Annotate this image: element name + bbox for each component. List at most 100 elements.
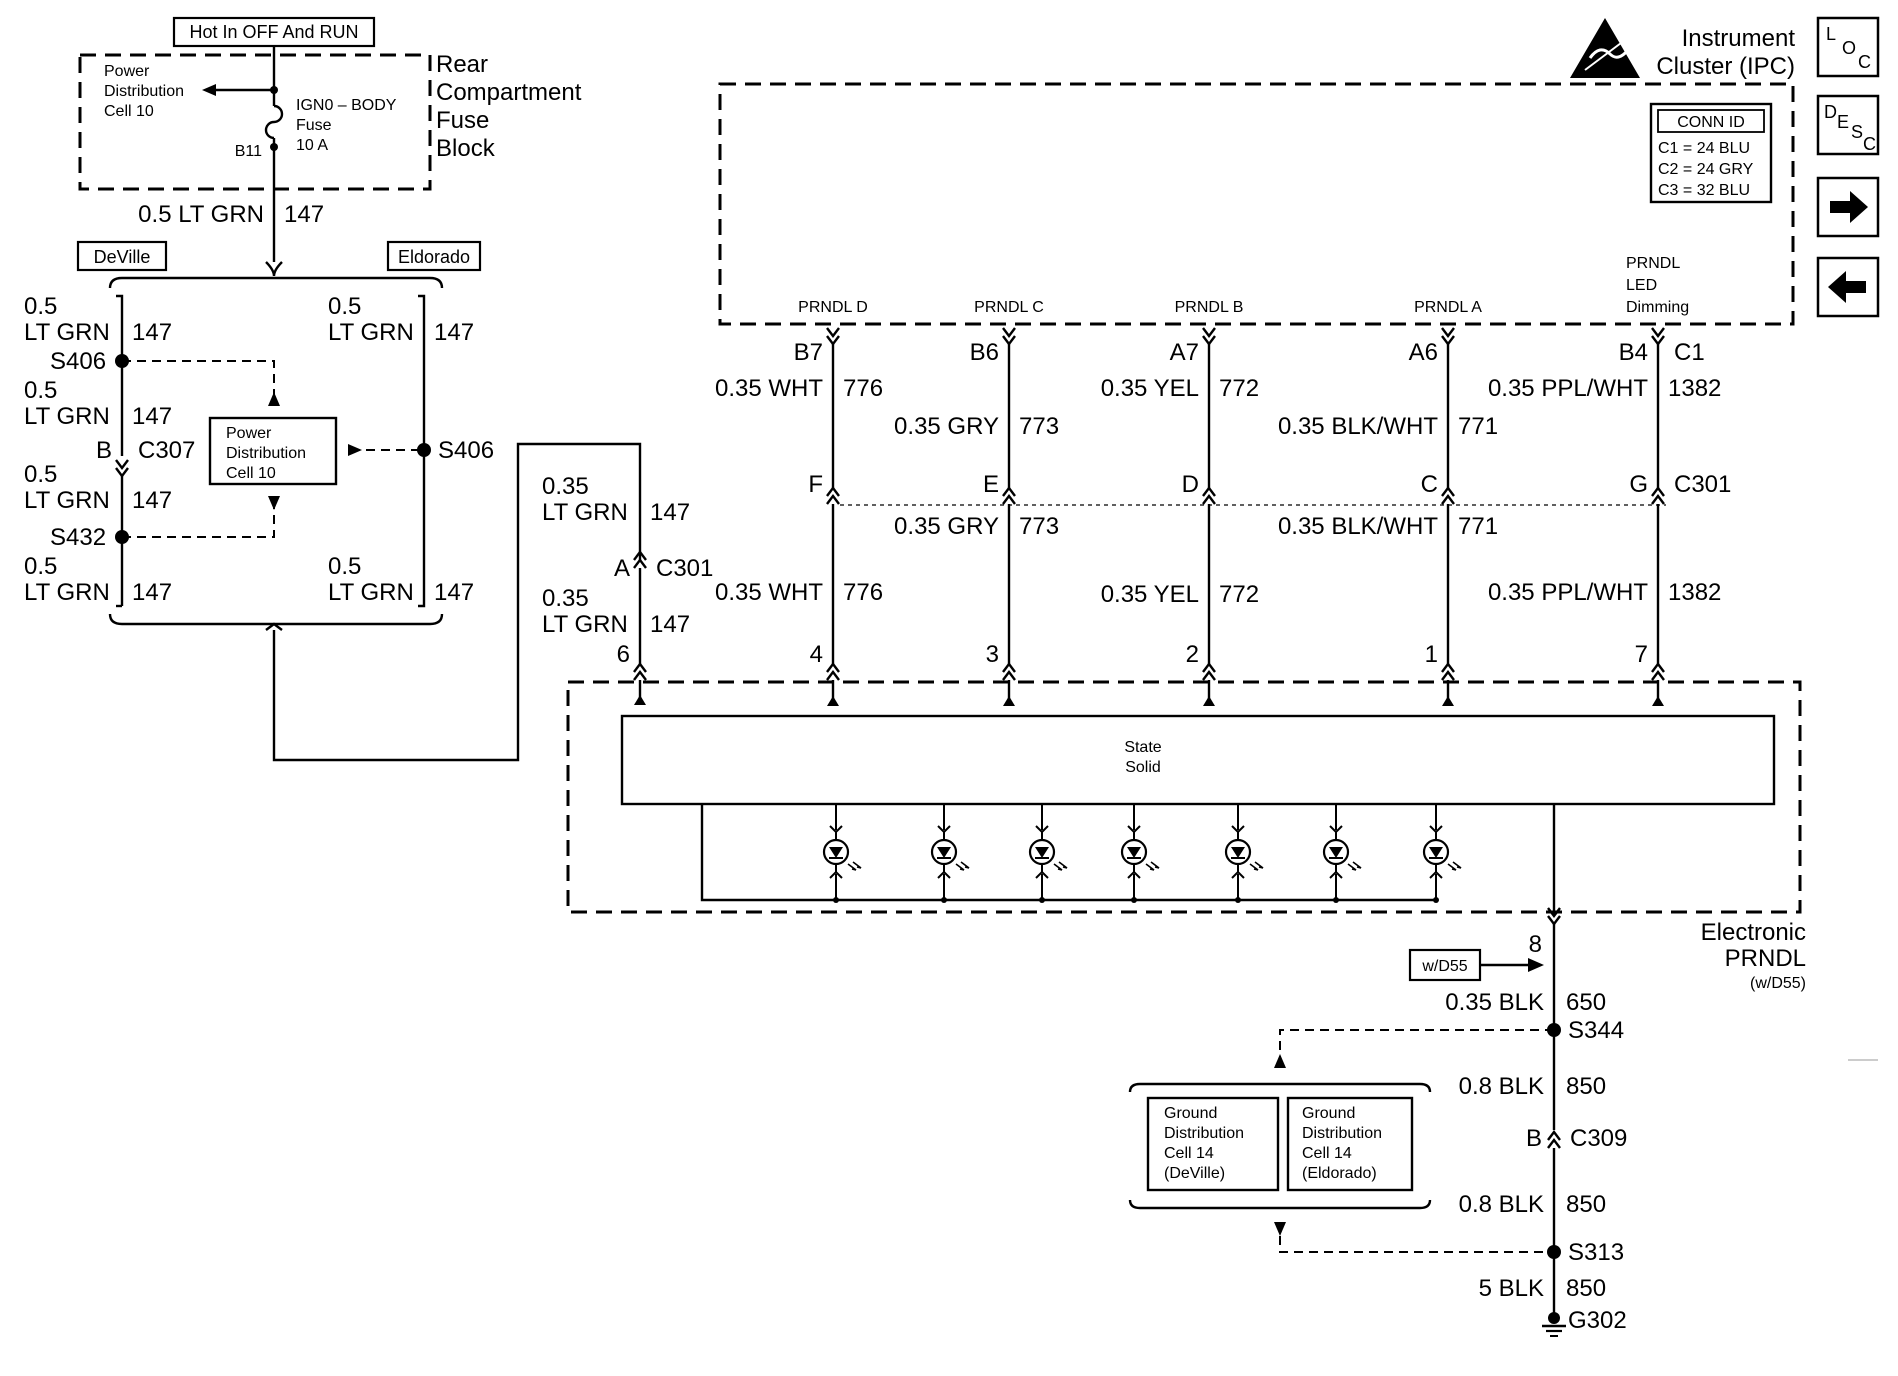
option-w-d55-box: [1408, 948, 1482, 982]
prndl-feed-conn-pin: A: [614, 555, 630, 582]
circuit-name-line1: PRNDL: [1626, 255, 1680, 272]
power-dist-line2: Distribution: [104, 83, 184, 100]
deville-w1-circuit: 147: [132, 319, 172, 346]
c301-chevron: [1202, 494, 1216, 505]
fuse-block-name-1: Rear: [436, 51, 488, 78]
ground-dist-eldorado-ref[interactable]: [1286, 1096, 1414, 1192]
esd-warning-icon: [1570, 18, 1640, 78]
ground-ref2-line4: (Eldorado): [1302, 1165, 1377, 1182]
prndl-feed-w1-gauge: 0.35: [542, 473, 589, 500]
led-icon: [822, 824, 863, 880]
eldorado-splice-label: S406: [438, 437, 494, 464]
upper-wire-circuit: 776: [843, 375, 883, 402]
prndl-feed-w1-circuit: 147: [650, 499, 690, 526]
deville-w4-color: LT GRN: [24, 579, 110, 606]
fuse-rating: 10 A: [296, 137, 328, 154]
lower-wire-gauge: 0.35 YEL: [1101, 581, 1199, 608]
lower-wire-circuit: 773: [1019, 513, 1059, 540]
prndl-name-line3: (w/D55): [1750, 975, 1806, 992]
lower-wire-circuit: 772: [1219, 581, 1259, 608]
desc-e: E: [1837, 112, 1849, 132]
led-icon: [1322, 824, 1363, 880]
c301-chevron: [1651, 486, 1665, 497]
ground-ref1-line3: Cell 14: [1164, 1145, 1214, 1162]
lower-wire-gauge: 0.35 PPL/WHT: [1488, 579, 1648, 606]
led-node: [1131, 897, 1137, 903]
deville-w3-gauge: 0.5: [24, 461, 57, 488]
upper-wire-gauge: 0.35 YEL: [1101, 375, 1199, 402]
c301-pin: C: [1421, 471, 1438, 498]
eldorado-label: Eldorado: [398, 247, 470, 267]
ipc-connector-name: C1: [1674, 339, 1705, 366]
c301-chevron: [826, 494, 840, 505]
prndl-feed-w2-circuit: 147: [650, 611, 690, 638]
ground-splice1-label: S344: [1568, 1017, 1624, 1044]
upper-wire-circuit: 1382: [1668, 375, 1721, 402]
input-arrow: [1003, 696, 1015, 706]
prndl-name-line1: Electronic: [1701, 919, 1806, 946]
deville-label-box: [76, 240, 168, 272]
prndl-chevron: [1651, 670, 1665, 681]
ground-w3-circuit: 850: [1566, 1191, 1606, 1218]
ground-icon: [1542, 1312, 1566, 1337]
ipc-pin: B4: [1619, 339, 1648, 366]
ground-conn-pin: B: [1526, 1125, 1542, 1152]
eldorado-splice-s406: [417, 443, 431, 457]
led-node: [1235, 897, 1241, 903]
ipc-pin: B6: [970, 339, 999, 366]
prndl-feed-w2-color: LT GRN: [542, 611, 628, 638]
led-icon: [930, 824, 971, 880]
eldorado-w1-gauge: 0.5: [328, 293, 361, 320]
ground-ref2-line3: Cell 14: [1302, 1145, 1352, 1162]
prndl-chevron: [826, 670, 840, 681]
led-node: [1433, 897, 1439, 903]
conn-id-box: CONN ID C1 = 24 BLU C2 = 24 GRY C3 = 32 …: [1649, 102, 1773, 204]
deville-splice-bottom-label: S432: [50, 524, 106, 551]
prndl-feed-pin: 6: [617, 641, 630, 668]
prndl-chevron: [1002, 662, 1016, 673]
ground-dist-deville-ref[interactable]: [1146, 1096, 1280, 1192]
power-dist-line1: Power: [104, 63, 150, 80]
deville-w2-circuit: 147: [132, 403, 172, 430]
prndl-chevron: [826, 662, 840, 673]
ipc-title-line2: Cluster (IPC): [1656, 53, 1795, 80]
lower-wire-circuit: 776: [843, 579, 883, 606]
ipc-pin: A7: [1170, 339, 1199, 366]
c301-chevron: [1002, 494, 1016, 505]
ground-w1-circuit: 650: [1566, 989, 1606, 1016]
lower-wire-circuit: 1382: [1668, 579, 1721, 606]
led-1: [822, 804, 863, 903]
loc-c: C: [1858, 52, 1871, 72]
circuit-name: PRNDL D: [798, 299, 868, 316]
led-node: [1039, 897, 1045, 903]
loc-button[interactable]: L O C: [1816, 16, 1880, 78]
power-dist-ref-box[interactable]: [208, 416, 338, 486]
prndl-feed-w2-gauge: 0.35: [542, 585, 589, 612]
eldorado-w1-circuit: 147: [434, 319, 474, 346]
ipc-connector-chevron: [1002, 327, 1016, 338]
ground-splice2-label: S313: [1568, 1239, 1624, 1266]
power-dist-line3: Cell 10: [104, 103, 154, 120]
circuit-name: PRNDL B: [1175, 299, 1244, 316]
next-arrow-button[interactable]: [1816, 176, 1880, 238]
prndl-name-line2: PRNDL: [1725, 945, 1806, 972]
left-arrow-icon: [1828, 271, 1866, 303]
ground-ref2-line2: Distribution: [1302, 1125, 1382, 1142]
ipc-connector-chevron: [1202, 327, 1216, 338]
led-node: [941, 897, 947, 903]
led-4: [1120, 804, 1161, 903]
input-arrow: [1203, 696, 1215, 706]
led-6: [1322, 804, 1363, 903]
ground-conn-name: C309: [1570, 1125, 1627, 1152]
ground-w2-gauge: 0.8 BLK: [1459, 1073, 1544, 1100]
deville-w2-gauge: 0.5: [24, 377, 57, 404]
fuse-block-name-2: Compartment: [436, 79, 582, 106]
upper-wire-gauge: 0.35 WHT: [715, 375, 823, 402]
state-solid-line1: State: [1124, 739, 1161, 756]
desc-button[interactable]: D E S C: [1816, 94, 1880, 156]
previous-arrow-button[interactable]: [1816, 256, 1880, 318]
lower-wire-gauge: 0.35 GRY: [894, 513, 999, 540]
deville-w2-color: LT GRN: [24, 403, 110, 430]
